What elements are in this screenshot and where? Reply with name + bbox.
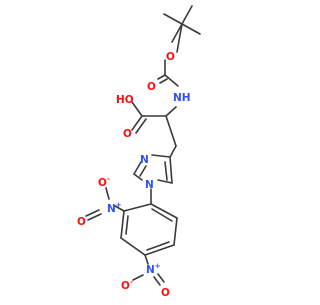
bond-n-o-double-1a xyxy=(85,209,100,217)
atom-nitro2-o-minus: O- xyxy=(121,278,133,292)
bond-tbu-1 xyxy=(171,23,183,43)
bond-ccooh-o-a xyxy=(131,115,143,131)
bond-ccooh-oh xyxy=(131,101,143,117)
atom-nitro2-n-symbol: N xyxy=(146,264,155,276)
atom-n1-imidazole: N xyxy=(145,179,154,191)
bond-ph-inner-3 xyxy=(151,208,173,222)
bond-ph-3 xyxy=(120,237,146,256)
bond-tbu-o xyxy=(176,23,183,53)
bond-c2-n1 xyxy=(133,173,143,181)
bond-c-nh xyxy=(164,74,179,87)
atom-nitro1-n-charge: + xyxy=(116,201,122,209)
atom-nitro1-o-minus: O- xyxy=(98,175,110,189)
bond-c5-c4-a xyxy=(169,156,173,184)
bond-n-o-double-1b xyxy=(87,213,102,221)
atom-nitro2-o-minus-symbol: O xyxy=(121,280,130,292)
atom-labels: O O NH HO O N N N+ O- O N+ O- O xyxy=(77,51,191,299)
bond-n3-c2-b xyxy=(139,165,147,177)
bond-ph-no2-1 xyxy=(114,205,125,212)
bond-c-o-double-b xyxy=(159,78,168,84)
structure-svg: O O NH HO O N N N+ O- O N+ O- O xyxy=(77,5,201,299)
atom-n3-imidazole: N xyxy=(140,154,149,166)
bond-n-o-double-2a xyxy=(153,276,161,286)
bond-n-o-minus-1 xyxy=(105,187,110,200)
bond-ph-6 xyxy=(150,203,178,219)
bond-n-o-double-2b xyxy=(157,273,165,283)
bond-n3-c2-a xyxy=(133,161,142,175)
atom-o-carbonyl-boc: O xyxy=(147,81,156,93)
bonds xyxy=(85,5,201,286)
bond-n1-c5 xyxy=(157,179,173,184)
bond-n-o-minus-2 xyxy=(132,274,144,281)
atom-nitro2-o-minus-charge: - xyxy=(130,278,133,286)
atom-nitro1-o-minus-charge: - xyxy=(107,175,110,183)
atom-nh: NH xyxy=(173,92,191,104)
atom-nitro1-o-minus-symbol: O xyxy=(98,177,107,189)
atom-nitro1-o-double: O xyxy=(77,216,86,228)
bond-ph-2 xyxy=(120,210,125,239)
bond-c-o-double-a xyxy=(157,74,166,80)
bond-ph-inner-2 xyxy=(146,241,170,251)
bond-c4-n3 xyxy=(151,154,171,158)
bond-ph-no2-2 xyxy=(144,254,149,265)
molecule-diagram: O O NH HO O N N N+ O- O N+ O- O xyxy=(77,5,201,299)
bond-ph-1 xyxy=(123,203,152,212)
atom-o-carbonyl-acid: O xyxy=(123,128,132,140)
atom-nitro2-n-charge: + xyxy=(155,262,161,270)
bond-tbu-2 xyxy=(181,5,193,25)
bond-c5-c4-b xyxy=(164,161,168,181)
atom-nitro2-o-double: O xyxy=(161,287,170,299)
atom-nitro1-n: N+ xyxy=(107,201,122,215)
bond-ph-inner-1 xyxy=(125,215,129,235)
bond-tbu-3 xyxy=(163,13,183,25)
atom-o-ether: O xyxy=(166,51,175,63)
atom-oh: HO xyxy=(116,94,134,106)
atom-nitro1-n-symbol: N xyxy=(107,203,116,215)
atom-nitro2-n: N+ xyxy=(146,262,161,276)
bond-nh-ca xyxy=(165,106,177,117)
bond-ph-4 xyxy=(144,244,175,256)
bond-ccooh-o-b xyxy=(135,118,147,134)
bond-cb-c4 xyxy=(169,145,177,158)
bond-tbu-4 xyxy=(181,23,201,35)
bond-ca-cb xyxy=(165,115,177,147)
bond-ph-5 xyxy=(173,217,178,246)
